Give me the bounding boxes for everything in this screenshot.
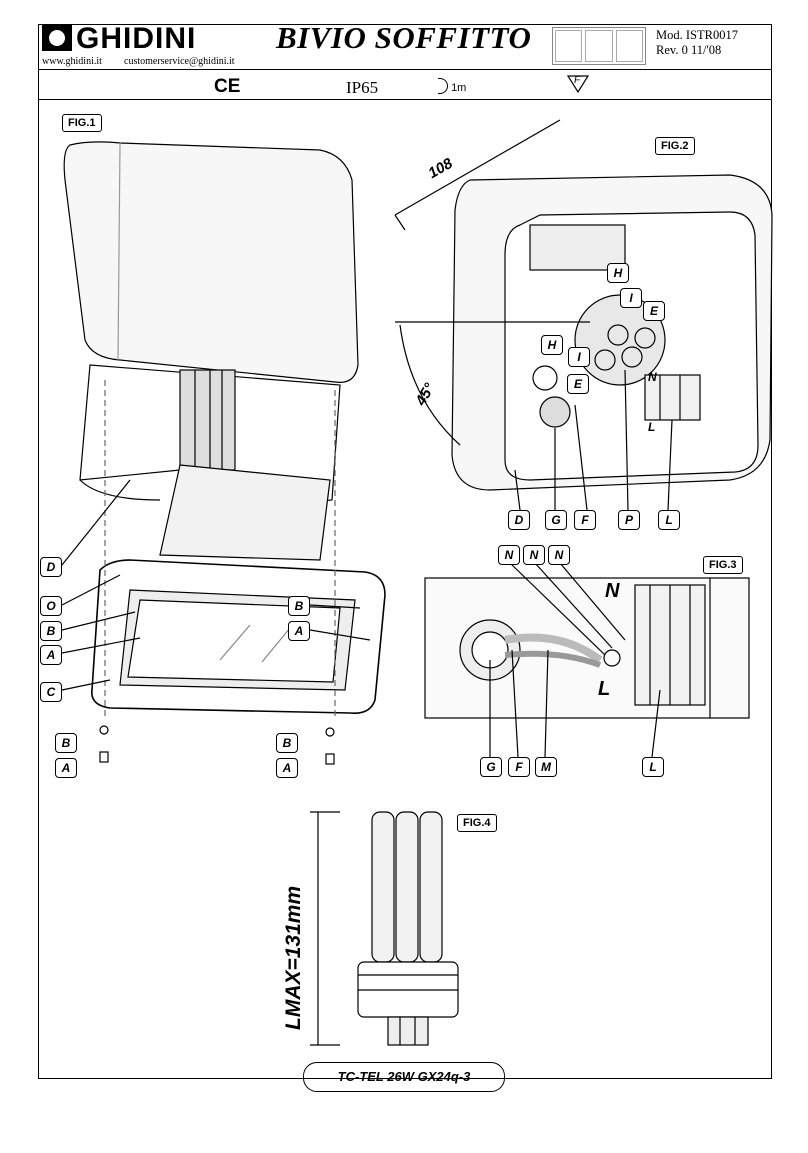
ce-mark-icon: CE — [214, 76, 241, 97]
email-link[interactable]: customerservice@ghidini.it — [124, 56, 235, 67]
cert-logo-icon — [555, 30, 583, 62]
callout-i: I — [568, 347, 590, 367]
ip-rating: IP65 — [346, 78, 379, 97]
callout-a: A — [276, 758, 298, 778]
callout-l: L — [658, 510, 680, 530]
lmax-dimension: LMAX=131mm — [282, 885, 305, 1030]
fig4-drawing — [310, 811, 459, 1046]
terminal-n-label: N — [605, 580, 620, 602]
callout-n: N — [548, 545, 570, 565]
callout-n: N — [523, 545, 545, 565]
fig1-label: FIG.1 — [62, 114, 102, 132]
brand-logo: GHIDINI — [42, 22, 196, 56]
certification-logos — [552, 27, 646, 65]
callout-d: D — [508, 510, 530, 530]
callout-e: E — [567, 374, 589, 394]
cert-seal-icon — [585, 30, 613, 62]
revision: Rev. 0 11/'08 — [656, 43, 722, 57]
fig2-label: FIG.2 — [655, 137, 695, 155]
callout-o: O — [40, 596, 62, 616]
marks-divider — [38, 99, 772, 100]
callout-f: F — [508, 757, 530, 777]
callout-g: G — [480, 757, 502, 777]
model-info: Mod. ISTR0017 Rev. 0 11/'08 — [656, 28, 738, 58]
callout-a: A — [40, 645, 62, 665]
fig3-drawing — [424, 562, 750, 758]
callout-h: H — [607, 263, 629, 283]
terminal-n-label: N — [648, 370, 657, 384]
terminal-l-label: L — [648, 420, 656, 434]
fig4-label: FIG.4 — [457, 814, 497, 832]
callout-f: F — [574, 510, 596, 530]
model-code: Mod. ISTR0017 — [656, 28, 738, 42]
header-divider — [38, 69, 772, 70]
callout-b: B — [276, 733, 298, 753]
callout-m: M — [535, 757, 557, 777]
f-mark-icon: F — [566, 74, 590, 94]
lamp-type-label: TC-TEL 26W GX24q-3 — [303, 1062, 505, 1092]
fig3-label: FIG.3 — [703, 556, 743, 574]
callout-l: L — [642, 757, 664, 777]
callout-b: B — [288, 596, 310, 616]
callout-b: B — [40, 621, 62, 641]
document-title: BIVIO SOFFITTO — [276, 20, 532, 55]
callout-a: A — [55, 758, 77, 778]
callout-g: G — [545, 510, 567, 530]
callout-b: B — [55, 733, 77, 753]
page-frame — [38, 24, 772, 1079]
distance-mark: 1m — [438, 78, 466, 94]
callout-p: P — [618, 510, 640, 530]
callout-h: H — [541, 335, 563, 355]
terminal-l-label: L — [598, 678, 611, 700]
callout-c: C — [40, 682, 62, 702]
callout-i: I — [620, 288, 642, 308]
cert-logo-icon — [615, 30, 643, 62]
callout-n: N — [498, 545, 520, 565]
fig1-drawing — [61, 141, 386, 765]
brand-logo-icon — [42, 25, 72, 51]
callout-e: E — [643, 301, 665, 321]
website-link[interactable]: www.ghidini.it — [42, 56, 102, 67]
callout-d: D — [40, 557, 62, 577]
fig2-drawing — [394, 119, 773, 511]
callout-a: A — [288, 621, 310, 641]
